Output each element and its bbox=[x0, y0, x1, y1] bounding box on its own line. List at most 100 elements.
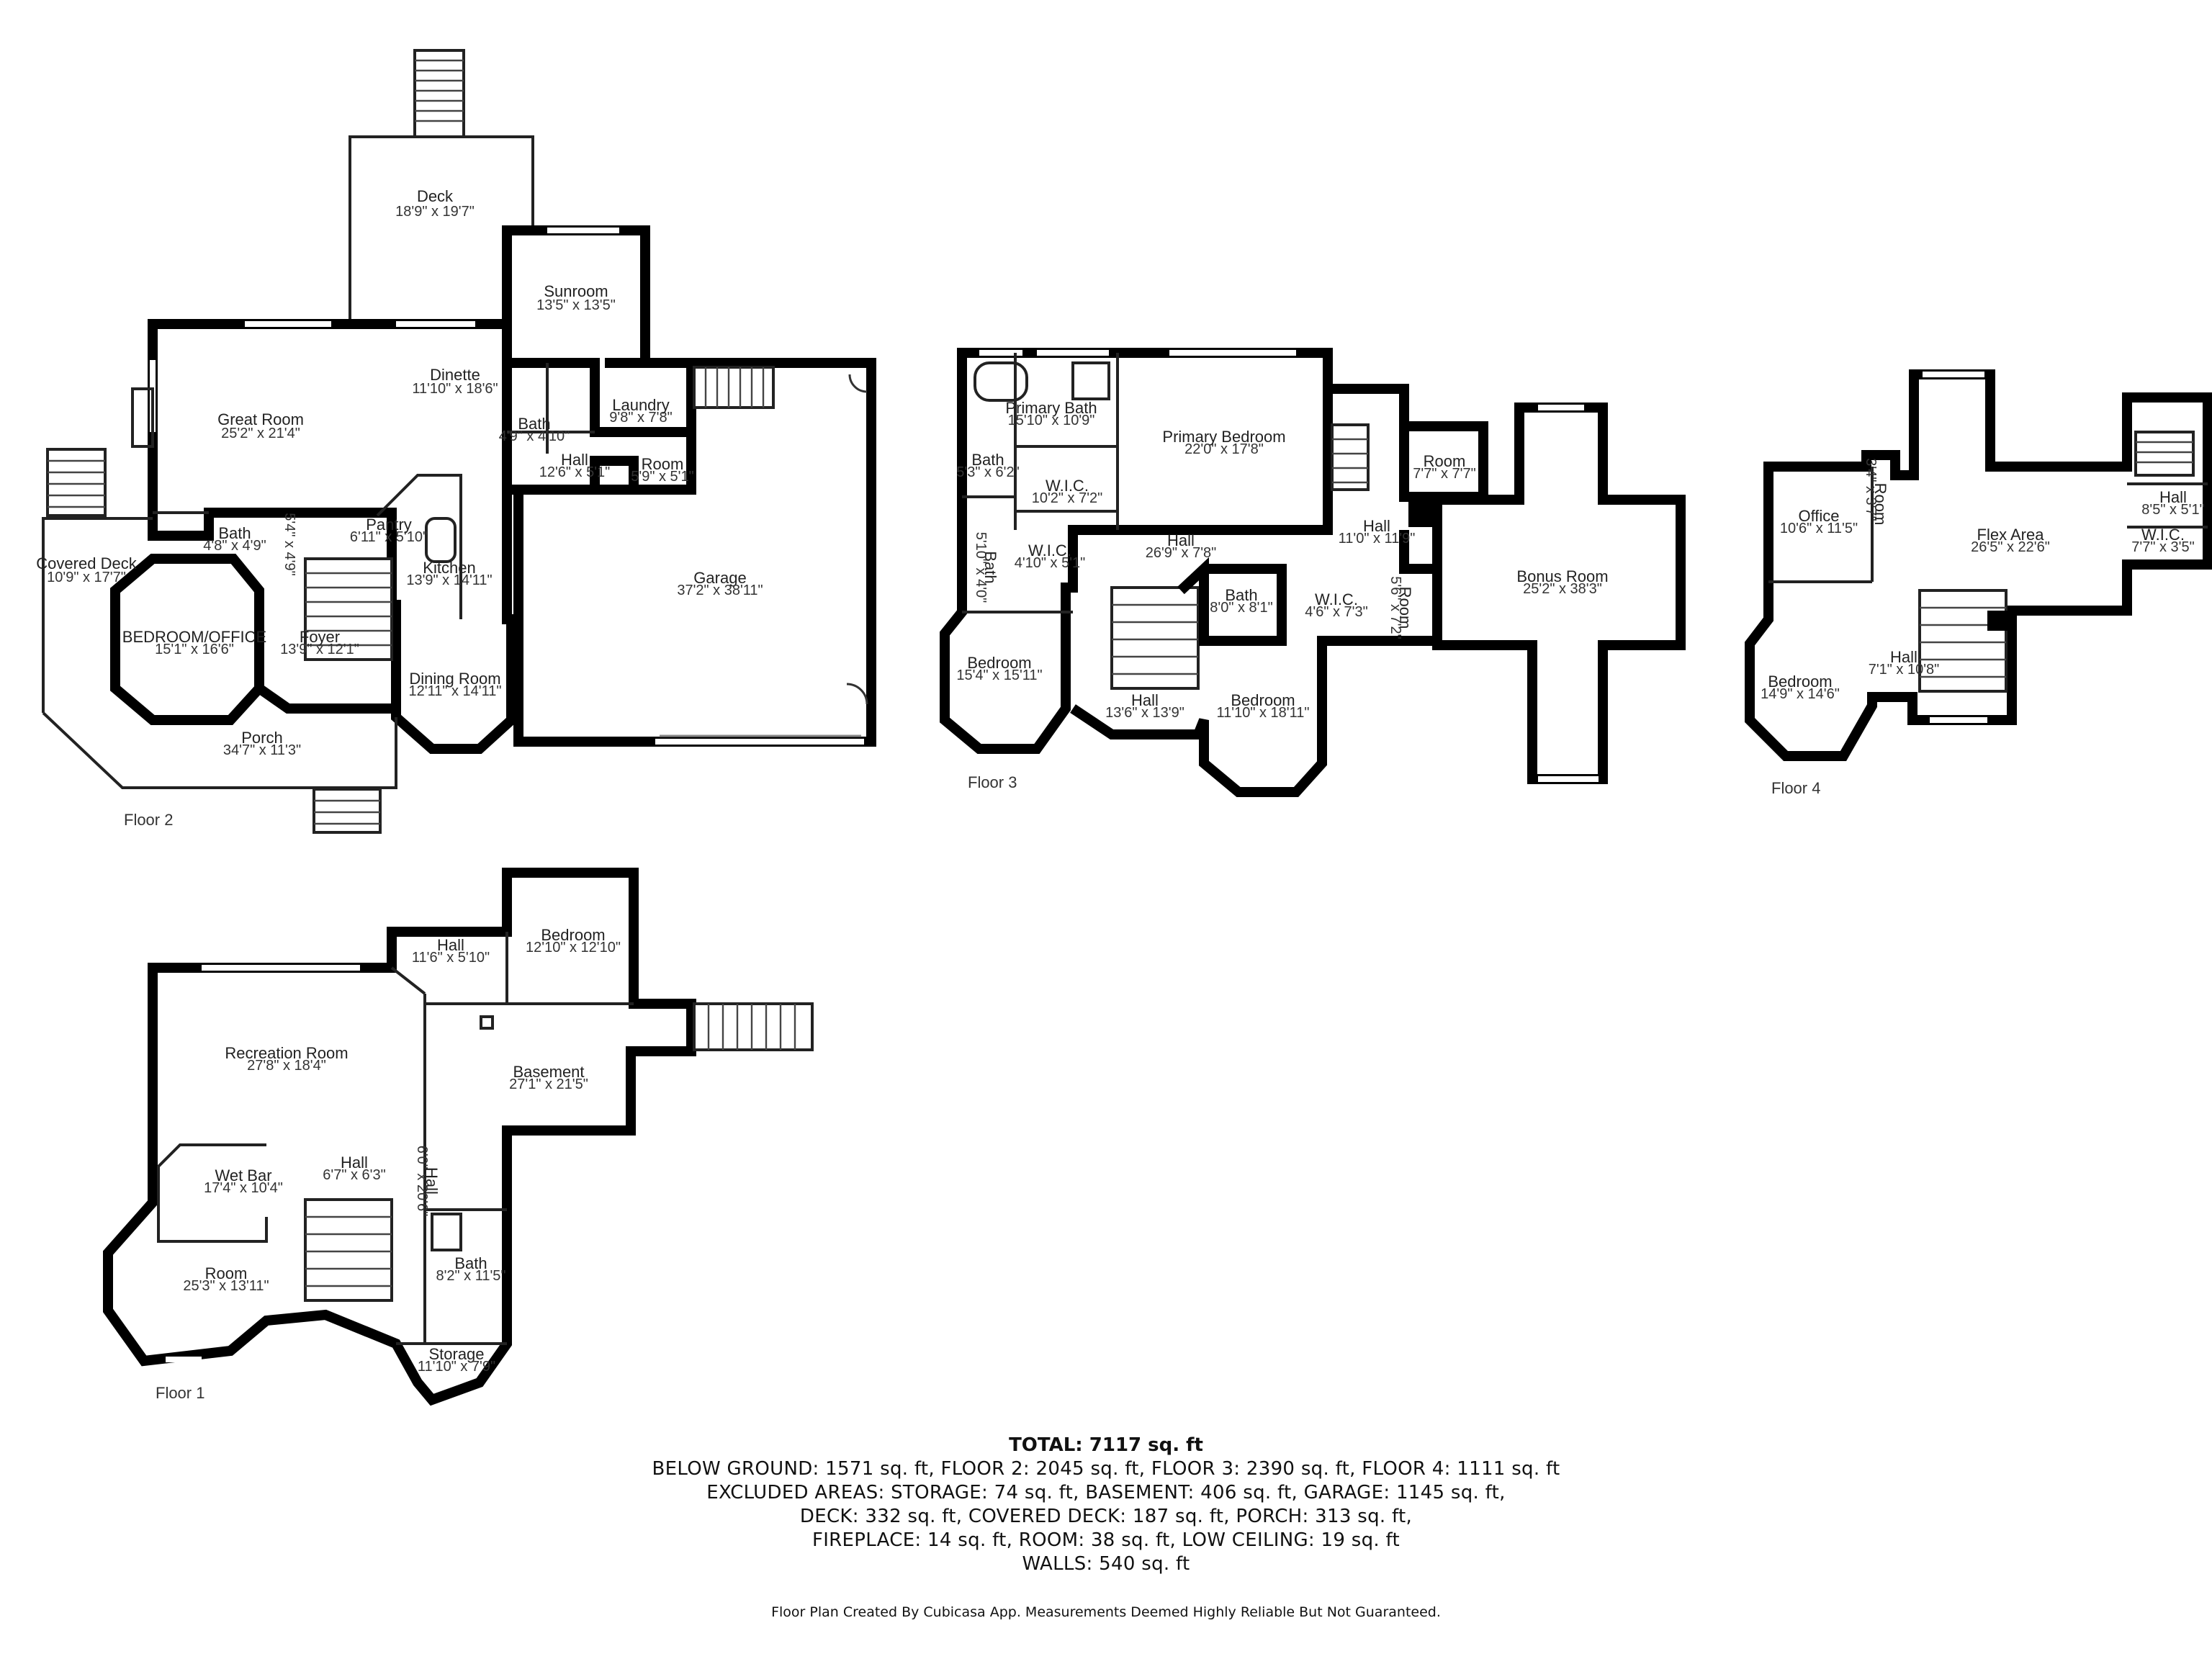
room-name: Sunroom bbox=[544, 282, 608, 300]
floor4-walls bbox=[1745, 369, 2212, 761]
room-name: W.I.C. bbox=[2141, 526, 2185, 544]
room-dim: 4'9" x 4'10" bbox=[499, 428, 570, 444]
room-name: Hall bbox=[437, 936, 464, 954]
room-name: Great Room bbox=[217, 410, 304, 428]
room-dim: 34'7" x 11'3" bbox=[223, 742, 301, 758]
room-name: Dinette bbox=[430, 366, 480, 384]
room-dim: 10'6" x 11'5" bbox=[1780, 521, 1858, 536]
room-name: Bath bbox=[971, 451, 1004, 469]
room-dim: 26'5" x 22'6" bbox=[1971, 539, 2050, 555]
room-dim: 6'7" x 6'3" bbox=[323, 1167, 385, 1183]
room-name: Deck bbox=[417, 187, 454, 205]
room-name: Bedroom bbox=[1231, 691, 1295, 709]
room-dim: 7'1" x 10'8" bbox=[1869, 662, 1940, 678]
room-dim: 25'3" x 13'11" bbox=[183, 1278, 269, 1294]
room-name: Dining Room bbox=[409, 670, 500, 688]
room-dim: 10'9" x 17'7" bbox=[47, 570, 126, 585]
floor-label: Floor 1 bbox=[156, 1384, 204, 1402]
wet-bar-counter bbox=[157, 1143, 268, 1243]
room-name: BEDROOM/OFFICE bbox=[122, 628, 266, 646]
room-name: Bath bbox=[518, 415, 550, 433]
room-dim: 11'10" x 18'11" bbox=[1217, 705, 1310, 721]
room-name-vertical: Hall bbox=[423, 1167, 441, 1195]
room-dim: 9'8" x 7'8" bbox=[609, 410, 672, 426]
room-name: Porch bbox=[241, 729, 282, 747]
covered-deck-stairs bbox=[46, 448, 107, 517]
room-name: Bonus Room bbox=[1516, 567, 1608, 585]
floor-label: Floor 2 bbox=[124, 811, 173, 829]
room-dim: 27'1" x 21'5" bbox=[509, 1076, 588, 1092]
room-name: Hall bbox=[1167, 531, 1195, 549]
floor4-stairs bbox=[1918, 589, 2008, 693]
room-dim-vertical: 5'4" x 4'9" bbox=[282, 513, 297, 575]
room-dim: 22'0" x 17'8" bbox=[1184, 441, 1264, 457]
room-dim: 13'9" x 14'11" bbox=[406, 572, 492, 588]
room-name: Hall bbox=[1363, 517, 1390, 535]
sunroom-walls bbox=[502, 225, 650, 368]
room-dim: 37'2" x 38'11" bbox=[677, 583, 763, 598]
area-summary-line: FIREPLACE: 14 sq. ft, ROOM: 38 sq. ft, L… bbox=[811, 1529, 1401, 1551]
room-name: Hall bbox=[561, 451, 588, 469]
room-name: Bedroom bbox=[967, 654, 1031, 672]
chimney bbox=[1987, 611, 2008, 631]
foyer-stairs bbox=[304, 557, 393, 661]
room-name-vertical: Bath bbox=[981, 551, 999, 583]
room-name: Bedroom bbox=[1768, 673, 1832, 691]
room-dim: 13'6" x 13'9" bbox=[1105, 705, 1184, 721]
room-dim: 25'2" x 38'3" bbox=[1523, 581, 1602, 597]
area-summary-line: WALLS: 540 sq. ft bbox=[1022, 1553, 1190, 1575]
porch-outline bbox=[42, 711, 397, 789]
floor-1-plan: Hall 11'6" x 5'10" Bedroom 12'10" x 12'1… bbox=[103, 868, 814, 1406]
basement-post bbox=[480, 1015, 494, 1030]
room-dim: 26'9" x 7'8" bbox=[1146, 545, 1217, 561]
deck-stairs bbox=[413, 49, 465, 138]
garage-stairs bbox=[693, 366, 775, 409]
chimney bbox=[1408, 501, 1434, 527]
room-dim: 4'8" x 4'9" bbox=[203, 538, 266, 554]
fireplace bbox=[131, 387, 154, 448]
shower bbox=[1071, 361, 1110, 400]
bathtub bbox=[974, 361, 1028, 402]
area-summary-line: BELOW GROUND: 1571 sq. ft, FLOOR 2: 2045… bbox=[652, 1458, 1560, 1480]
porch-stairs bbox=[313, 788, 382, 834]
room-dim: 4'10" x 5'1" bbox=[1015, 555, 1086, 571]
room-dim: 12'11" x 14'11" bbox=[409, 683, 502, 699]
room-name: Bedroom bbox=[541, 926, 605, 944]
floor-3-plan: Primary Bath 15'10" x 10'9" Primary Bedr… bbox=[940, 348, 1686, 797]
room-name: Hall bbox=[2159, 488, 2187, 506]
floor-4-plan: Office 10'6" x 11'5" Room 3'4" x 3'7" Fl… bbox=[1745, 369, 2212, 797]
room-name: Room bbox=[205, 1264, 248, 1282]
disclaimer-footer: Floor Plan Created By Cubicasa App. Meas… bbox=[771, 1604, 1441, 1620]
floor3-stairs bbox=[1110, 586, 1200, 690]
floor1-stairs bbox=[304, 1198, 393, 1302]
kitchen-counter bbox=[376, 474, 462, 619]
floor3-left-walls bbox=[940, 348, 1333, 754]
room-name: Foyer bbox=[300, 628, 340, 646]
room-dim-vertical: 5'10" x 4'0" bbox=[973, 532, 989, 603]
room-name: Bath bbox=[218, 524, 251, 542]
floor-label: Floor 3 bbox=[968, 773, 1017, 791]
room-dim: 11'10" x 18'6" bbox=[412, 381, 498, 397]
room-dim: 11'6" x 5'10" bbox=[412, 950, 490, 966]
room-dim: 8'2" x 11'5" bbox=[436, 1268, 505, 1284]
room-name: Bath bbox=[454, 1254, 487, 1272]
total-area: TOTAL: 7117 sq. ft bbox=[1009, 1434, 1203, 1456]
room-dim-vertical: 5'6" x 7'2" bbox=[1388, 576, 1403, 639]
room-dim: 12'10" x 12'10" bbox=[526, 940, 621, 956]
room-name: Flex Area bbox=[1977, 526, 2045, 544]
room-name: Hall bbox=[1131, 691, 1159, 709]
room-dim-vertical: 3'4" x 3'7" bbox=[1863, 458, 1879, 521]
room-dim: 11'10" x 7'9" bbox=[418, 1359, 495, 1375]
room-name: Basement bbox=[513, 1063, 584, 1081]
room-name: Office bbox=[1798, 507, 1839, 525]
room-dim: 15'4" x 15'11" bbox=[956, 667, 1042, 683]
room-dim-vertical: 6'0" x 20'6" bbox=[414, 1146, 430, 1217]
kitchen-island bbox=[425, 517, 457, 563]
floor3-upper-stairs bbox=[1331, 423, 1370, 491]
room-name: Room bbox=[642, 455, 684, 473]
room-dim: 18'9" x 19'7" bbox=[395, 204, 475, 220]
room-name: Storage bbox=[428, 1345, 484, 1363]
room-dim: 8'5" x 5'1" bbox=[2141, 502, 2204, 518]
room-dim: 5'9" x 5'1" bbox=[631, 469, 693, 485]
room-dim: 4'6" x 7'3" bbox=[1305, 604, 1367, 620]
